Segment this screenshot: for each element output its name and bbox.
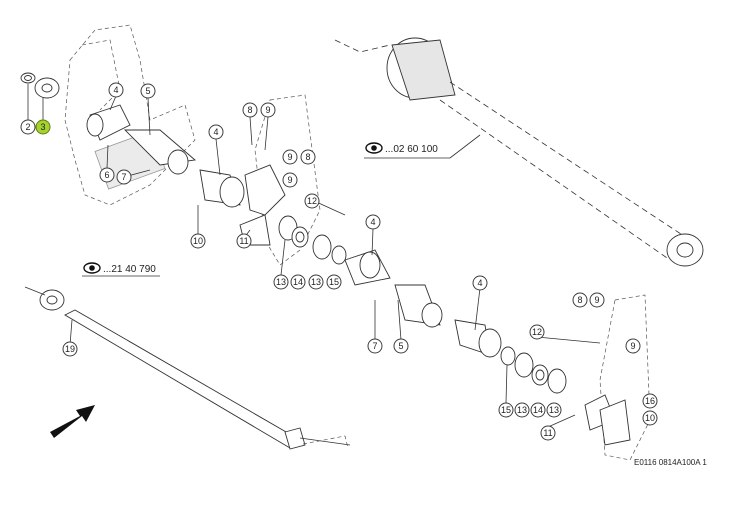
svg-text:14: 14 — [533, 405, 543, 415]
svg-text:7: 7 — [121, 172, 126, 182]
svg-text:15: 15 — [329, 277, 339, 287]
callout-5-b[interactable]: 5 — [393, 338, 409, 354]
svg-text:9: 9 — [287, 175, 292, 185]
svg-text:13: 13 — [517, 405, 527, 415]
callout-9-b[interactable]: 9 — [282, 149, 298, 165]
reference-text-1: ...02 60 100 — [385, 144, 438, 155]
svg-text:4: 4 — [213, 127, 218, 137]
callout-10-a[interactable]: 10 — [190, 233, 206, 249]
callout-9-e[interactable]: 9 — [625, 338, 641, 354]
callout-6[interactable]: 6 — [99, 167, 115, 183]
callout-10-b[interactable]: 10 — [642, 410, 658, 426]
svg-text:13: 13 — [311, 277, 321, 287]
callout-13-b[interactable]: 13 — [308, 274, 324, 290]
callout-3-highlighted[interactable]: 3 — [35, 119, 51, 135]
svg-text:4: 4 — [477, 278, 482, 288]
callout-15-a[interactable]: 15 — [326, 274, 342, 290]
callout-9-c[interactable]: 9 — [282, 172, 298, 188]
svg-text:8: 8 — [577, 295, 582, 305]
svg-text:7: 7 — [372, 341, 377, 351]
callout-4-b[interactable]: 4 — [208, 124, 224, 140]
callout-8-b[interactable]: 8 — [300, 149, 316, 165]
leader-lines — [27, 84, 601, 428]
svg-text:8: 8 — [305, 152, 310, 162]
callout-7-b[interactable]: 7 — [367, 338, 383, 354]
flange-bearing-part — [34, 77, 60, 99]
callout-19[interactable]: 19 — [62, 341, 78, 357]
svg-text:10: 10 — [193, 236, 203, 246]
svg-text:3: 3 — [40, 122, 45, 132]
svg-text:14: 14 — [293, 277, 303, 287]
reference-label-2: ...21 40 790 — [82, 262, 160, 277]
callout-8-a[interactable]: 8 — [242, 102, 258, 118]
footer-code: E0116 0814A100A 1 — [634, 458, 707, 467]
callout-7-a[interactable]: 7 — [116, 169, 132, 185]
callout-9-a[interactable]: 9 — [260, 102, 276, 118]
svg-text:4: 4 — [113, 85, 118, 95]
tube-middle-c — [454, 319, 502, 358]
svg-text:5: 5 — [398, 341, 403, 351]
callout-13-a[interactable]: 13 — [273, 274, 289, 290]
tube-upper-left-a — [86, 104, 131, 141]
callout-13-d[interactable]: 13 — [546, 402, 562, 418]
svg-text:10: 10 — [645, 413, 655, 423]
svg-text:9: 9 — [265, 105, 270, 115]
svg-text:16: 16 — [645, 396, 655, 406]
callout-9-d[interactable]: 9 — [589, 292, 605, 308]
tube-middle-a — [344, 249, 391, 286]
callout-12-a[interactable]: 12 — [304, 193, 320, 209]
bracket-lower — [584, 294, 651, 461]
callout-11-a[interactable]: 11 — [236, 233, 252, 249]
callout-5-a[interactable]: 5 — [140, 83, 156, 99]
bracket-upper — [239, 94, 321, 266]
callout-12-b[interactable]: 12 — [529, 324, 545, 340]
reference-label-1: ...02 60 100 — [364, 134, 481, 159]
reference-text-2: ...21 40 790 — [103, 264, 156, 275]
callout-8-c[interactable]: 8 — [572, 292, 588, 308]
svg-text:15: 15 — [501, 405, 511, 415]
svg-text:2: 2 — [25, 122, 30, 132]
callout-13-c[interactable]: 13 — [514, 402, 530, 418]
callout-4-c[interactable]: 4 — [365, 214, 381, 230]
svg-text:6: 6 — [104, 170, 109, 180]
svg-text:12: 12 — [532, 327, 542, 337]
callout-4-d[interactable]: 4 — [472, 275, 488, 291]
eye-icon — [365, 142, 383, 154]
svg-text:8: 8 — [247, 105, 252, 115]
sprocket-part — [24, 286, 65, 311]
svg-text:4: 4 — [370, 217, 375, 227]
arrow-icon — [50, 405, 95, 438]
callout-16[interactable]: 16 — [642, 393, 658, 409]
callout-2[interactable]: 2 — [20, 119, 36, 135]
washer-set-lower — [500, 346, 567, 394]
svg-text:11: 11 — [239, 236, 248, 246]
callout-14-b[interactable]: 14 — [530, 402, 546, 418]
callout-11-b[interactable]: 11 — [540, 425, 556, 441]
callout-4-a[interactable]: 4 — [108, 82, 124, 98]
shaft-part — [64, 309, 351, 450]
eye-icon — [83, 262, 101, 274]
svg-text:19: 19 — [65, 344, 75, 354]
tube-middle-b — [394, 284, 443, 328]
svg-text:13: 13 — [276, 277, 286, 287]
callout-15-b[interactable]: 15 — [498, 402, 514, 418]
svg-text:12: 12 — [307, 196, 317, 206]
svg-text:9: 9 — [287, 152, 292, 162]
roller-assembly — [334, 37, 704, 267]
svg-text:5: 5 — [145, 86, 150, 96]
tube-upper-left-b — [123, 129, 197, 175]
svg-text:11: 11 — [543, 428, 552, 438]
svg-text:13: 13 — [549, 405, 559, 415]
callout-14-a[interactable]: 14 — [290, 274, 306, 290]
washer-set-upper — [278, 215, 347, 265]
tube-upper-left-c — [199, 169, 245, 208]
svg-text:9: 9 — [594, 295, 599, 305]
ring-part — [20, 72, 36, 84]
svg-text:9: 9 — [630, 341, 635, 351]
